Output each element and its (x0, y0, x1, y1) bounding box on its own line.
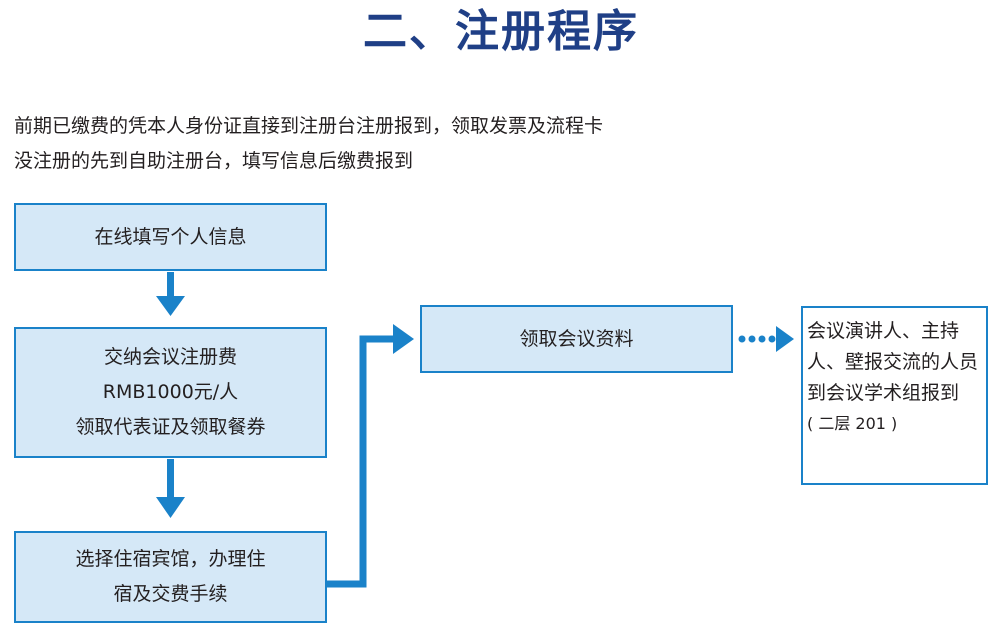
step-hotel-line-1: 选择住宿宾馆，办理住 (75, 548, 266, 570)
step-collect-materials: 领取会议资料 (420, 305, 733, 373)
step-pay-registration-fee: 交纳会议注册费 RMB1000元/人 领取代表证及领取餐券 (14, 327, 327, 458)
step-pay-fee-line-3: 领取代表证及领取餐券 (75, 416, 266, 438)
speaker-note-room: ( 二层 201 ) (807, 414, 898, 433)
step-fill-personal-info-label: 在线填写个人信息 (94, 225, 247, 248)
down-arrow-2 (156, 459, 185, 518)
step-pay-fee-line-1: 交纳会议注册费 (103, 346, 237, 368)
page-title: 二、注册程序 (363, 6, 639, 57)
step-pay-fee-line-2: RMB1000元/人 (102, 381, 239, 403)
step-hotel-booking: 选择住宿宾馆，办理住 宿及交费手续 (14, 531, 327, 623)
step-hotel-line-2: 宿及交费手续 (113, 583, 228, 605)
speaker-note-text: 会议演讲人、主持人、壁报交流的人员到会议学术组报到 (807, 320, 979, 404)
step-collect-materials-label: 领取会议资料 (519, 327, 634, 350)
speaker-note-box: 会议演讲人、主持人、壁报交流的人员到会议学术组报到 ( 二层 201 ) (801, 306, 988, 485)
down-arrow-1 (156, 272, 185, 316)
intro-line-1: 前期已缴费的凭本人身份证直接到注册台注册报到，领取发票及流程卡 (14, 115, 604, 137)
elbow-arrow (327, 324, 414, 588)
intro-line-2: 没注册的先到自助注册台，填写信息后缴费报到 (14, 150, 414, 172)
step-fill-personal-info: 在线填写个人信息 (14, 203, 327, 271)
dotted-arrow (738, 326, 794, 352)
